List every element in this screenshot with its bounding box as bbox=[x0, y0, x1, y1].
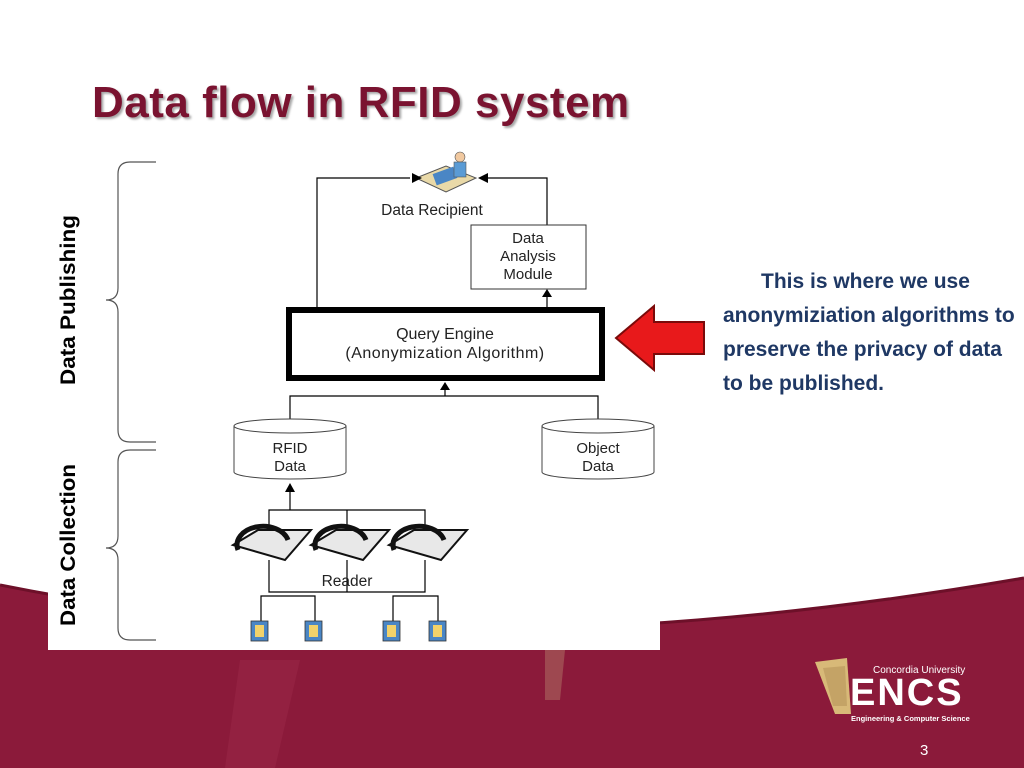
rfid-data-line-2: Data bbox=[274, 458, 306, 475]
query-engine-line-2: (Anonymization Algorithm) bbox=[345, 345, 544, 362]
rfid-tag-icon-3 bbox=[382, 620, 401, 642]
query-engine-line-1: Query Engine bbox=[396, 326, 494, 343]
recipient-arrowhead-left bbox=[412, 173, 422, 183]
recipient-arrowhead-right bbox=[478, 173, 488, 183]
callout-text: This is where we use anonymiziation algo… bbox=[723, 265, 1015, 401]
query-engine-box bbox=[286, 307, 605, 381]
slide-title: Data flow in RFID system bbox=[92, 78, 630, 127]
data-recipient-label: Data Recipient bbox=[381, 202, 483, 219]
tag-connector-lines bbox=[260, 595, 439, 622]
database-connector-lines bbox=[289, 388, 599, 422]
module-arrowhead bbox=[542, 289, 552, 297]
logo-subtitle: Engineering & Computer Science bbox=[851, 714, 970, 723]
object-data-cylinder bbox=[541, 418, 655, 480]
publishing-brace bbox=[105, 161, 156, 443]
analysis-module-line-2: Analysis bbox=[500, 248, 556, 265]
reader-label: Reader bbox=[322, 573, 373, 590]
collection-brace bbox=[105, 449, 156, 641]
engine-arrowhead bbox=[440, 382, 450, 390]
rfid-tag-icon-4 bbox=[428, 620, 447, 642]
rfid-data-cylinder bbox=[233, 418, 347, 480]
reader-device-2 bbox=[308, 523, 392, 562]
rfid-data-arrowhead bbox=[285, 483, 295, 492]
rfid-tag-icon-2 bbox=[304, 620, 323, 642]
reader-connector-lines bbox=[268, 490, 426, 530]
callout-text-content: This is where we use anonymiziation algo… bbox=[723, 270, 1015, 395]
data-publishing-label: Data Publishing bbox=[57, 215, 80, 385]
encs-logo-icon bbox=[815, 658, 851, 714]
rfid-data-line-1: RFID bbox=[273, 440, 308, 457]
recipient-feedback-lines bbox=[316, 177, 548, 308]
analysis-module-box bbox=[470, 224, 587, 290]
reader-device-3 bbox=[386, 523, 470, 562]
rfid-tag-icon-1 bbox=[250, 620, 269, 642]
data-collection-label: Data Collection bbox=[57, 464, 80, 626]
logo-university: Concordia University bbox=[873, 665, 966, 676]
reader-device-1 bbox=[230, 523, 314, 562]
reader-lines bbox=[268, 560, 426, 593]
data-recipient-icon bbox=[414, 151, 478, 193]
analysis-module-line-3: Module bbox=[503, 266, 552, 283]
object-data-line-2: Data bbox=[582, 458, 614, 475]
object-data-line-1: Object bbox=[576, 440, 620, 457]
rfid-dataflow-diagram: Data Publishing Data Collection Data Rec… bbox=[48, 150, 660, 650]
analysis-module-line-1: Data bbox=[512, 230, 544, 247]
callout-arrow-icon bbox=[614, 303, 705, 373]
slide-number: 3 bbox=[920, 742, 929, 759]
logo-name: ENCS bbox=[850, 672, 964, 714]
